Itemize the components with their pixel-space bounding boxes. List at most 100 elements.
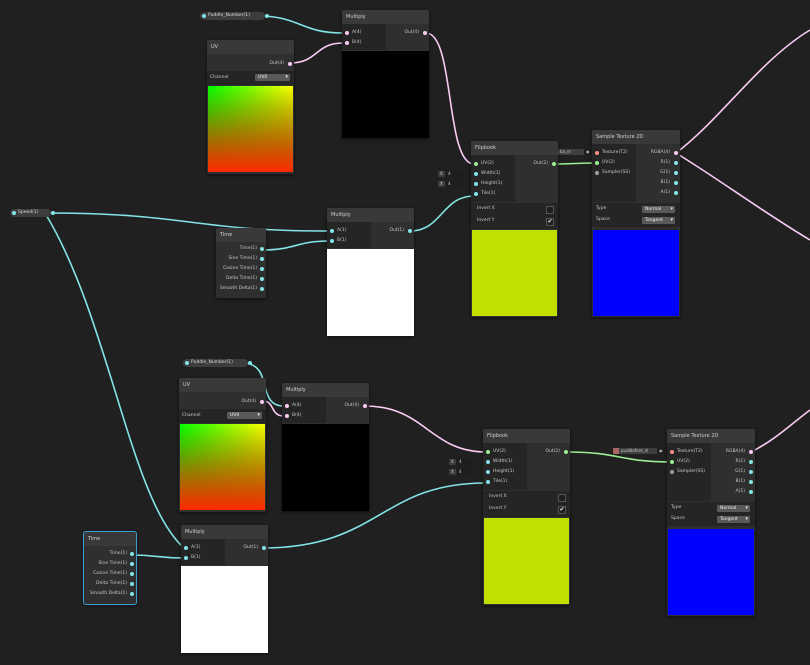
height-value-field[interactable]: 4 — [457, 469, 475, 475]
width-value-field[interactable]: 4 — [457, 459, 475, 465]
smooth-delta-output-port[interactable] — [260, 287, 264, 291]
time-node[interactable]: Time Time(1) Sine Time(1) Cosine Time(1)… — [216, 228, 266, 298]
output-port[interactable] — [363, 404, 367, 408]
property-out-port[interactable] — [248, 361, 252, 365]
sampler-input-port[interactable] — [595, 171, 599, 175]
r-output-port[interactable] — [674, 161, 678, 165]
uv-out-port[interactable] — [260, 400, 264, 404]
wire-sample1-out-b[interactable] — [675, 152, 810, 241]
texture-picker-button[interactable]: ◉ — [657, 448, 666, 454]
height-value-field[interactable]: 4 — [446, 181, 464, 187]
uv-input-port[interactable] — [474, 162, 478, 166]
input-a-port[interactable] — [184, 546, 188, 550]
r-output-port[interactable] — [749, 460, 753, 464]
time-node-2[interactable]: Time Time(1) Sine Time(1) Cosine Time(1)… — [83, 531, 137, 605]
output-port[interactable] — [408, 229, 412, 233]
input-b-port[interactable] — [345, 41, 349, 45]
input-a-port[interactable] — [285, 404, 289, 408]
output-port[interactable] — [552, 162, 556, 166]
width-value-field[interactable]: 4 — [446, 171, 464, 177]
channel-dropdown[interactable]: UV0 — [227, 412, 262, 419]
multiply-node-3[interactable]: Multiply A(4) B(4) Out(4) — [282, 383, 369, 511]
rgba-output-port[interactable] — [749, 450, 753, 454]
texture-picker-button[interactable]: ◉ — [584, 149, 593, 155]
sine-time-output-port[interactable] — [260, 257, 264, 261]
texture-input-port[interactable] — [670, 450, 674, 454]
sample-texture-2d-node-2[interactable]: Sample Texture 2D Texture(T2) UV(2) Samp… — [667, 429, 755, 616]
puddle-number-property[interactable]: Puddle_Number(1) — [200, 12, 269, 20]
flipbook-node[interactable]: Flipbook UV(2) Width(1) Height(1) Tile(1… — [471, 141, 558, 317]
wire-multiply3-flipbook-uv[interactable] — [364, 405, 487, 453]
wire-multiply4-flipbook-tile[interactable] — [261, 482, 487, 549]
height-input-port[interactable] — [486, 470, 490, 474]
sine-time-output-port[interactable] — [130, 562, 134, 566]
cosine-time-output-port[interactable] — [130, 572, 134, 576]
input-b-port[interactable] — [285, 414, 289, 418]
texture-input-port[interactable] — [595, 151, 599, 155]
delta-time-output-port[interactable] — [130, 582, 134, 586]
uv-input-port[interactable] — [670, 460, 674, 464]
width-input-port[interactable] — [486, 460, 490, 464]
property-out-port[interactable] — [265, 14, 269, 18]
speed-property[interactable]: Speed(1) — [10, 209, 55, 217]
invert-y-toggle[interactable]: ✔ — [546, 218, 554, 226]
uv-node-2[interactable]: UV Out(4) Channel UV0 — [179, 378, 266, 512]
uv-input-port[interactable] — [595, 161, 599, 165]
tile-input-port[interactable] — [474, 192, 478, 196]
cosine-time-output-port[interactable] — [260, 267, 264, 271]
wire-puddle1-multiply-a[interactable] — [257, 15, 344, 34]
width-input-port[interactable] — [474, 172, 478, 176]
channel-dropdown[interactable]: UV0 — [255, 74, 290, 81]
space-dropdown[interactable]: Tangent — [642, 217, 675, 224]
a-output-port[interactable] — [674, 191, 678, 195]
wire-speed1-multiply-a[interactable] — [44, 212, 330, 232]
wire-sample1-out-a[interactable] — [675, 29, 810, 154]
a-output-port[interactable] — [749, 490, 753, 494]
smooth-delta-output-port[interactable] — [130, 592, 134, 596]
wire-time2-multiply-b[interactable] — [130, 554, 185, 559]
output-port[interactable] — [564, 450, 568, 454]
time-output-port[interactable] — [130, 552, 134, 556]
input-b-port[interactable] — [184, 556, 188, 560]
flipbook-node-2[interactable]: Flipbook UV(2) Width(1) Height(1) Tile(1… — [483, 429, 570, 605]
time-output-port[interactable] — [260, 247, 264, 251]
multiply-node-4[interactable]: Multiply A(1) B(1) Out(1) — [181, 525, 268, 653]
space-dropdown[interactable]: Tangent — [717, 516, 750, 523]
g-output-port[interactable] — [749, 470, 753, 474]
multiply-node[interactable]: Multiply A(4) B(4) Out(4) — [342, 10, 429, 138]
property-out-port[interactable] — [51, 211, 55, 215]
tile-input-port[interactable] — [486, 480, 490, 484]
output-port[interactable] — [262, 546, 266, 550]
texture-ref-field[interactable]: ba_nl — [558, 149, 586, 155]
input-b-port[interactable] — [330, 239, 334, 243]
output-port[interactable] — [423, 31, 427, 35]
uv-node[interactable]: UV Out(4) Channel UV0 — [207, 40, 294, 174]
uv-input-port[interactable] — [486, 450, 490, 454]
input-a-port[interactable] — [345, 31, 349, 35]
uv-out-port[interactable] — [288, 62, 292, 66]
wire-sample2-out[interactable] — [750, 409, 810, 453]
multiply-node-2[interactable]: Multiply A(1) B(1) Out(1) — [327, 208, 414, 336]
type-dropdown[interactable]: Normal — [642, 206, 675, 213]
rgba-output-port[interactable] — [674, 151, 678, 155]
puddle-number-property-2[interactable]: Puddle_Number(1) — [183, 359, 252, 367]
wire-speed2-multiply-a[interactable] — [44, 212, 185, 549]
b-output-port[interactable] — [674, 181, 678, 185]
sampler-input-port[interactable] — [670, 470, 674, 474]
input-a-port[interactable] — [330, 229, 334, 233]
g-output-port[interactable] — [674, 171, 678, 175]
wire-multiply2-flipbook-tile[interactable] — [409, 195, 475, 232]
texture-ref-field[interactable]: puddlefore_nl — [619, 448, 659, 454]
delta-time-output-port[interactable] — [260, 277, 264, 281]
b-output-port[interactable] — [749, 480, 753, 484]
wire-flipbook1-sample1-uv[interactable] — [553, 162, 597, 165]
wire-multiply1-flipbook-uv[interactable] — [425, 32, 475, 165]
type-dropdown[interactable]: Normal — [717, 505, 750, 512]
invert-y-toggle[interactable]: ✔ — [558, 506, 566, 514]
wire-flipbook2-sample2-uv[interactable] — [565, 451, 672, 463]
wire-time1-multiply-b[interactable] — [261, 240, 330, 251]
sample-texture-2d-node[interactable]: Sample Texture 2D Texture(T2) UV(2) Samp… — [592, 130, 680, 317]
wire-uv1-multiply-b[interactable] — [289, 42, 344, 64]
invert-x-toggle[interactable] — [558, 494, 566, 502]
invert-x-toggle[interactable] — [546, 206, 554, 214]
